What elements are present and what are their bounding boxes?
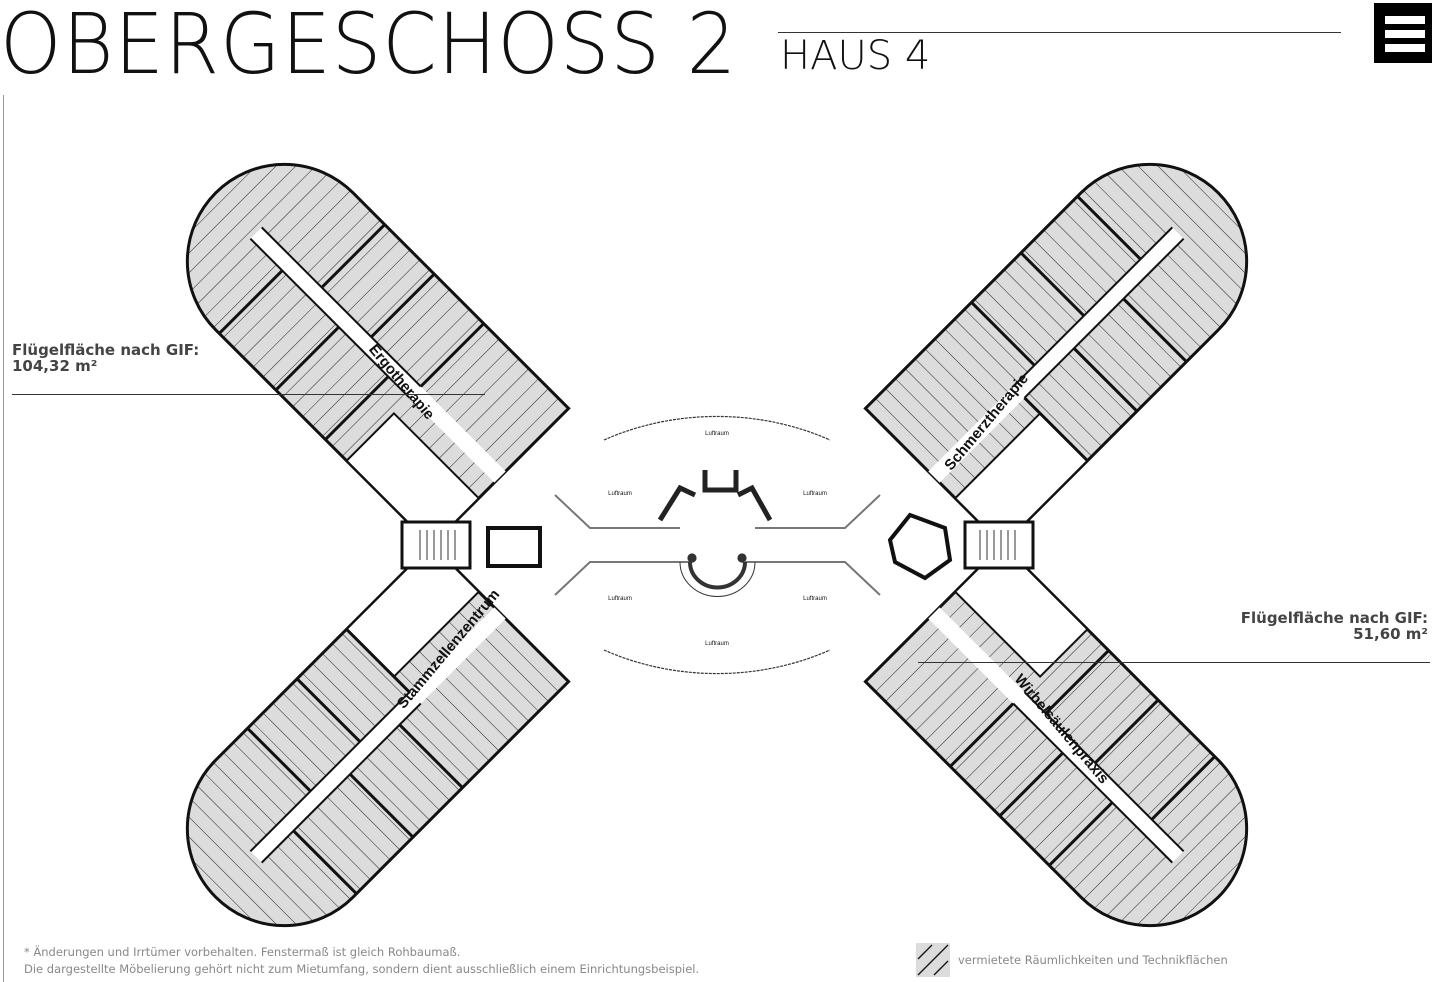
area-info-left: Flügelfläche nach GIF: 104,32 m² (12, 342, 199, 374)
luftraum-label: Luftraum (803, 596, 827, 602)
luftraum-label: Luftraum (705, 431, 729, 437)
wing-sw (185, 542, 571, 928)
wing-ne (863, 162, 1249, 548)
footer-notes: * Änderungen und Irrtümer vorbehalten. F… (24, 944, 699, 978)
stair-core-right (963, 520, 1035, 570)
building-subtitle: HAUS 4 (780, 33, 931, 79)
hatch-swatch-icon (916, 943, 950, 977)
central-hall (486, 415, 953, 675)
area-info-right: Flügelfläche nach GIF: 51,60 m² (1241, 610, 1428, 642)
area-value: 104,32 m² (12, 357, 98, 375)
footer-note: * Änderungen und Irrtümer vorbehalten. F… (24, 945, 461, 959)
header-divider (778, 32, 1341, 33)
legend-label: vermietete Räumlichkeiten und Technikflä… (958, 953, 1228, 967)
area-value: 51,60 m² (1353, 625, 1428, 643)
wing-nw (185, 162, 571, 548)
area-label: Flügelfläche nach GIF: (12, 341, 200, 359)
stair-core-left (400, 520, 472, 570)
left-border (3, 95, 4, 982)
area-leader-line-right (918, 662, 1430, 663)
footer-note: Die dargestellte Möbelierung gehört nich… (24, 962, 700, 976)
wing-se (863, 542, 1249, 928)
luftraum-label: Luftraum (608, 491, 632, 497)
hamburger-menu-icon[interactable] (1374, 3, 1432, 63)
luftraum-label: Luftraum (705, 641, 729, 647)
area-label: Flügelfläche nach GIF: (1240, 609, 1428, 627)
legend: vermietete Räumlichkeiten und Technikflä… (916, 943, 1228, 977)
page-title: OBERGESCHOSS 2 (0, 0, 738, 93)
area-leader-line-left (12, 394, 485, 395)
luftraum-label: Luftraum (608, 596, 632, 602)
luftraum-label: Luftraum (803, 491, 827, 497)
